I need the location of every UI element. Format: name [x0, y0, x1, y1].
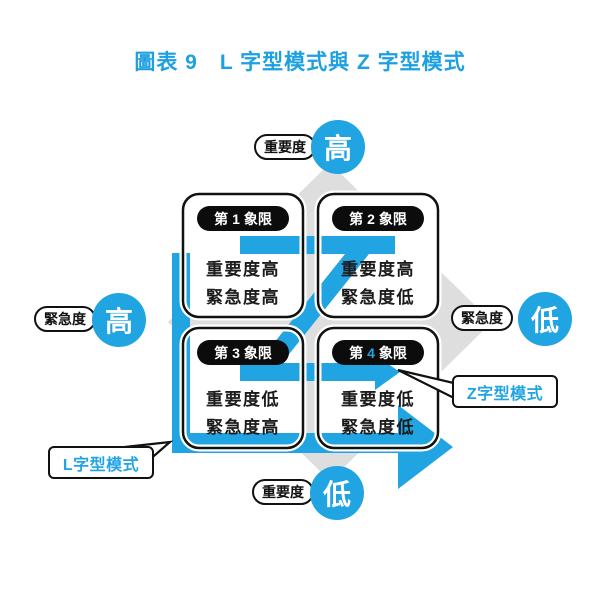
axis-right-label: 緊急度: [451, 305, 513, 331]
quadrant-4-pill-prefix: 第: [349, 344, 364, 361]
quadrant-1-pill-number: 1: [232, 210, 240, 227]
axis-bottom-label: 重要度: [252, 479, 314, 505]
quadrant-1-line-1: 重要度高: [206, 260, 280, 279]
quadrant-3-line-2: 緊急度高: [206, 418, 280, 437]
axis-left-label: 緊急度: [34, 306, 96, 332]
quadrant-4-pill-number: 4: [367, 344, 375, 361]
quadrant-4-pill-suffix: 象限: [378, 344, 407, 361]
quadrant-1-pill-prefix: 第: [214, 210, 229, 227]
quadrant-2-line-2: 緊急度低: [341, 288, 415, 307]
axis-top-label: 重要度: [254, 134, 316, 160]
callout-z-label: Z字型模式: [452, 375, 558, 408]
quadrant-3-pill-suffix: 象限: [243, 344, 272, 361]
page-title: 圖表 9 L 字型模式與 Z 字型模式: [134, 51, 466, 74]
axis-right-value-circle: 低: [518, 292, 572, 346]
quadrant-2-pill-prefix: 第: [349, 210, 364, 227]
axis-top-value-circle: 高: [311, 120, 365, 174]
quadrant-1-line-2: 緊急度高: [206, 288, 280, 307]
quadrant-4-line-2: 緊急度低: [341, 418, 415, 437]
quadrant-3-pill-number: 3: [232, 344, 240, 361]
quadrant-2-pill-suffix: 象限: [378, 210, 407, 227]
quadrant-3-line-1: 重要度低: [206, 390, 280, 409]
quadrant-2-pill-number: 2: [367, 210, 375, 227]
quadrant-2-line-1: 重要度高: [341, 260, 415, 279]
callout-l-label: L字型模式: [48, 446, 154, 479]
quadrant-4-line-1: 重要度低: [341, 390, 415, 409]
quadrant-1-pill-suffix: 象限: [243, 210, 272, 227]
l-shape-arrow: [172, 253, 453, 489]
axis-left-value-circle: 高: [92, 293, 146, 347]
axis-bottom-value-circle: 低: [310, 466, 364, 520]
quadrant-3-pill-prefix: 第: [214, 344, 229, 361]
